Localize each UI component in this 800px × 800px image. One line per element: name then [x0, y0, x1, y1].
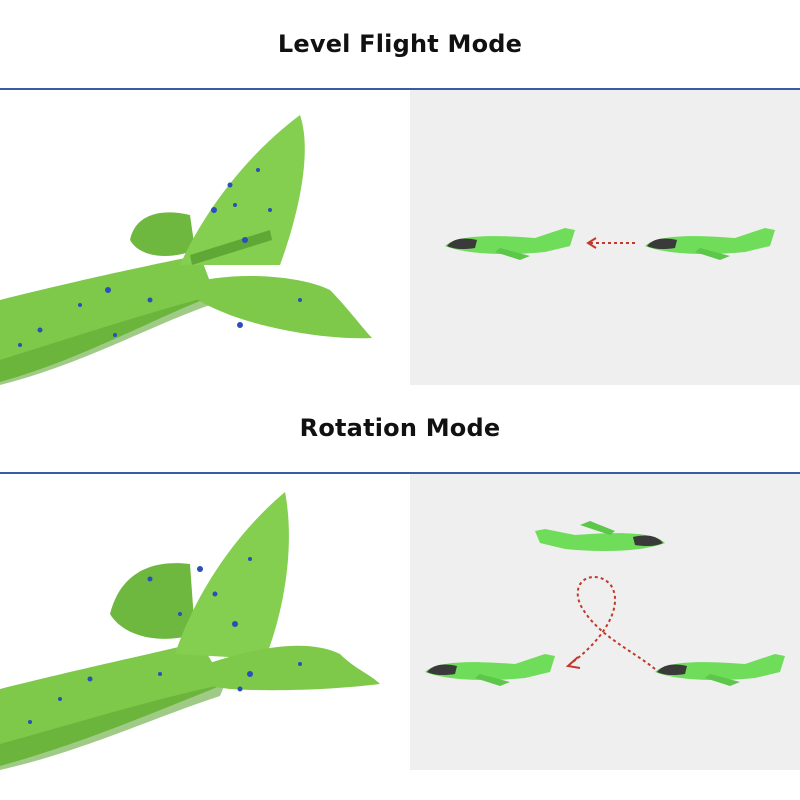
bottom-divider: [0, 770, 800, 772]
level-flight-diagram: [410, 90, 800, 385]
section-title-level-flight: Level Flight Mode: [277, 30, 523, 58]
rear-stabilizer: [110, 563, 195, 639]
divider-line: [0, 88, 800, 90]
plane-icon-bottom-right: [655, 654, 785, 686]
rear-stabilizer: [130, 212, 195, 256]
horizontal-stabilizer: [185, 275, 372, 339]
horizontal-stabilizer: [180, 645, 380, 691]
plane-icon-top: [535, 521, 665, 551]
rotation-diagram: [410, 474, 800, 770]
plane-icon-right: [645, 228, 775, 260]
tail-photo-level-flight: [0, 90, 410, 385]
divider-line: [0, 472, 800, 474]
vertical-fin: [180, 115, 305, 265]
direction-arrow: [586, 237, 636, 249]
tail-photo-rotation: [0, 474, 410, 770]
plane-icon-bottom-left: [425, 654, 555, 686]
vertical-fin: [175, 492, 289, 659]
loop-arrowhead: [565, 656, 581, 669]
section-title-rotation: Rotation Mode: [299, 414, 501, 442]
plane-icon-left: [445, 228, 575, 260]
loop-arrow: [569, 575, 656, 670]
